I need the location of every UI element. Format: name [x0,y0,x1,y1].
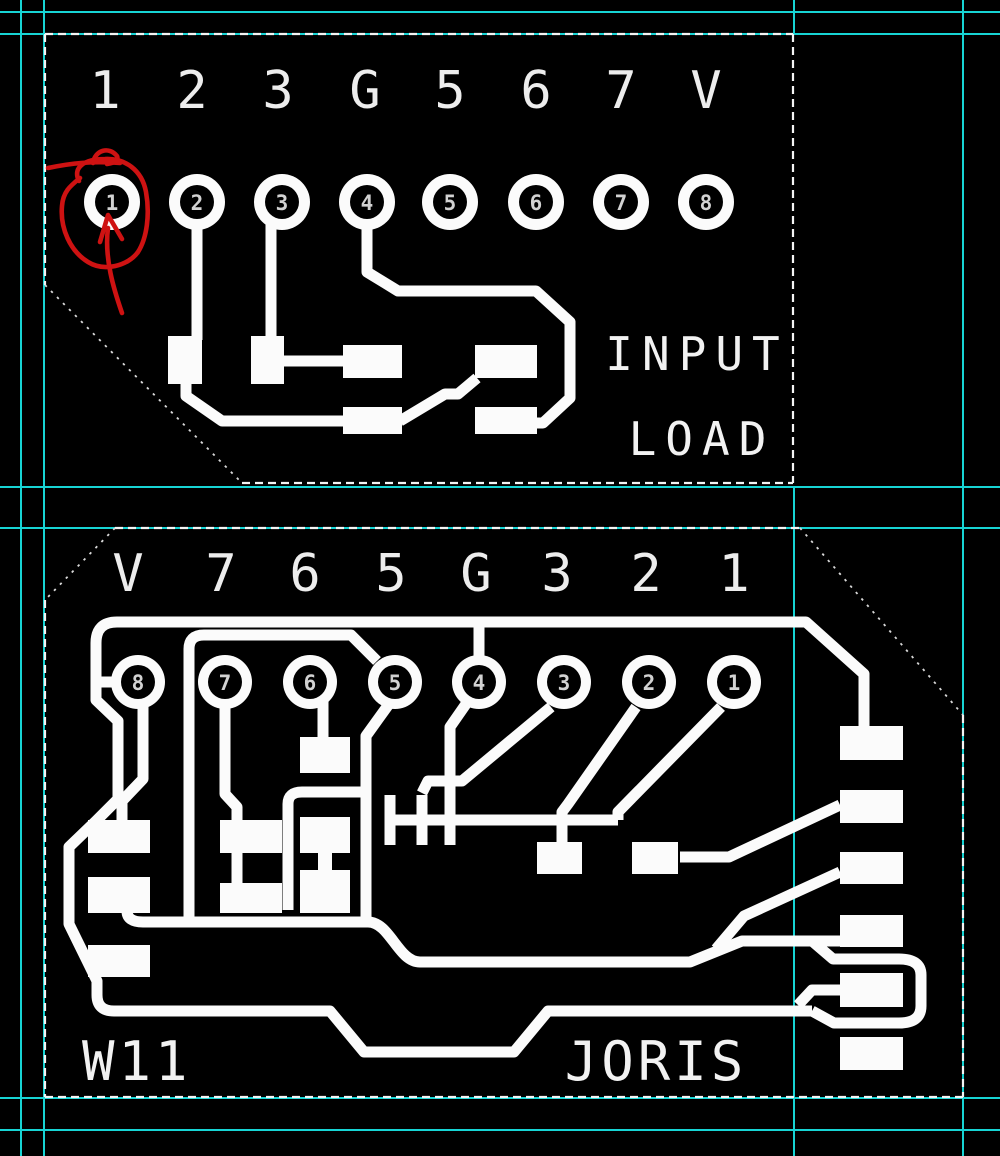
bottom-board-corner-cut-right [799,527,964,716]
pin-label: 2 [630,544,661,604]
pin-label: 1 [718,544,749,604]
pin-label: V [112,544,143,604]
pin-label: 1 [89,61,120,121]
annotation-tick-curl [90,148,120,167]
pad-number: 6 [304,671,317,695]
pin-label: 7 [605,61,636,121]
bottom-board-caption-joris: JORIS [565,1030,748,1093]
top-board-caption-load: LOAD [629,412,776,466]
pad-number: 1 [728,671,741,695]
pad-number: 2 [191,191,204,215]
through-hole-pad: 3 [537,655,591,709]
pad-number: 2 [643,671,656,695]
pin-label: 5 [375,544,406,604]
bottom-board: V 7 6 5 G 3 2 1 [43,526,965,1099]
through-hole-pad: 1 [707,655,761,709]
bottom-board-outline [43,526,965,1099]
through-hole-pad: 8 [678,174,734,230]
pad-number: 1 [106,191,119,215]
bottom-board-pin-labels: V 7 6 5 G 3 2 1 [112,544,749,604]
through-hole-pad: 7 [593,174,649,230]
pin-label: V [690,61,721,121]
pad-number: 4 [361,191,374,215]
bottom-board-corner-cut-left [44,527,116,601]
through-hole-pad: 6 [508,174,564,230]
pin-label: 5 [434,61,465,121]
pad-number: 3 [558,671,571,695]
annotation-circle [59,156,151,270]
top-board-corner-cut [44,284,243,484]
through-hole-pad: 5 [368,655,422,709]
pin-label: 6 [289,544,320,604]
pin-label: 2 [176,61,207,121]
pad-number: 8 [700,191,713,215]
top-board-traces [168,205,576,434]
pad-number: 7 [615,191,628,215]
pad-number: 5 [389,671,402,695]
bottom-board-pads: 8 7 6 5 4 3 2 1 [111,655,761,709]
top-board-outline [43,32,795,485]
pin-label: 3 [541,544,572,604]
through-hole-pad: 5 [422,174,478,230]
bottom-board-caption-w11: W11 [82,1030,192,1093]
through-hole-pad: 8 [111,655,165,709]
pin-label: 7 [205,544,236,604]
through-hole-pad: 4 [452,655,506,709]
pad-number: 8 [132,671,145,695]
through-hole-pad: 6 [283,655,337,709]
bottom-board-traces [63,616,927,1070]
pin-label: 3 [262,61,293,121]
pad-number: 7 [219,671,232,695]
pin-label: 6 [520,61,551,121]
pin-label: G [349,61,380,121]
through-hole-pad: 3 [254,174,310,230]
top-board: 1 2 3 G 5 6 7 V 1 2 3 [43,32,795,485]
through-hole-pad: 2 [622,655,676,709]
through-hole-pad: 1 [84,174,140,230]
red-annotation [45,148,151,316]
annotation-arrow-head [97,212,125,245]
top-board-pin-labels: 1 2 3 G 5 6 7 V [89,61,721,121]
pad-number: 4 [473,671,486,695]
annotation-arrow-stem [104,225,125,316]
through-hole-pad: 2 [169,174,225,230]
top-board-pads: 1 2 3 4 5 6 7 8 [84,174,734,230]
pad-number: 5 [444,191,457,215]
top-board-caption-input: INPUT [605,327,788,381]
pad-number: 6 [530,191,543,215]
pin-label: G [460,544,491,604]
through-hole-pad: 4 [339,174,395,230]
pad-number: 3 [276,191,289,215]
through-hole-pad: 7 [198,655,252,709]
